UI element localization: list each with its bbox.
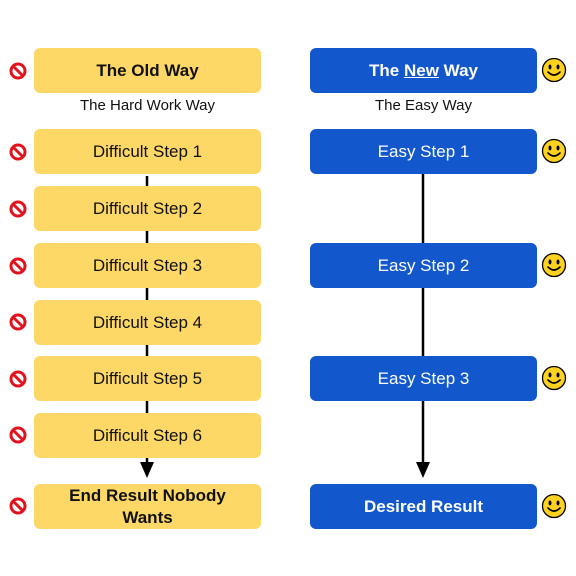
smiley-face-icon <box>541 252 567 278</box>
new-title-prefix: The <box>369 60 404 80</box>
new-title-emphasis: New <box>403 60 439 80</box>
smiley-face-icon <box>541 365 567 391</box>
old-way-arrowhead <box>140 462 154 478</box>
old-way-title: The Old Way <box>96 60 199 80</box>
no-entry-icon <box>9 257 27 275</box>
old-step-4: Difficult Step 4 <box>34 300 261 345</box>
no-entry-icon <box>9 143 27 161</box>
no-entry-icon <box>9 426 27 444</box>
no-entry-icon <box>9 313 27 331</box>
old-step-5: Difficult Step 5 <box>34 356 261 401</box>
new-step-2: Easy Step 2 <box>310 243 537 288</box>
no-entry-icon <box>9 370 27 388</box>
smiley-face-icon <box>541 493 567 519</box>
no-entry-icon <box>9 200 27 218</box>
new-way-arrowhead <box>416 462 430 478</box>
no-entry-icon <box>9 62 27 80</box>
new-title-suffix: Way <box>438 60 478 80</box>
old-step-3: Difficult Step 3 <box>34 243 261 288</box>
new-way-subtitle: The Easy Way <box>375 97 472 114</box>
smiley-face-icon <box>541 57 567 83</box>
old-way-subtitle: The Hard Work Way <box>79 97 216 114</box>
old-result-line2: Wants <box>122 507 173 527</box>
new-way-header: The New Way <box>310 48 537 93</box>
new-way-title: The New Way <box>369 60 478 82</box>
old-way-header: The Old Way <box>34 48 261 93</box>
new-step-3: Easy Step 3 <box>310 356 537 401</box>
old-step-1: Difficult Step 1 <box>34 129 261 174</box>
old-way-result: End Result Nobody Wants <box>34 484 261 529</box>
new-step-1: Easy Step 1 <box>310 129 537 174</box>
smiley-face-icon <box>541 138 567 164</box>
old-step-6: Difficult Step 6 <box>34 413 261 458</box>
new-way-result: Desired Result <box>310 484 537 529</box>
old-step-2: Difficult Step 2 <box>34 186 261 231</box>
old-result-line1: End Result Nobody <box>69 485 226 505</box>
no-entry-icon <box>9 497 27 515</box>
